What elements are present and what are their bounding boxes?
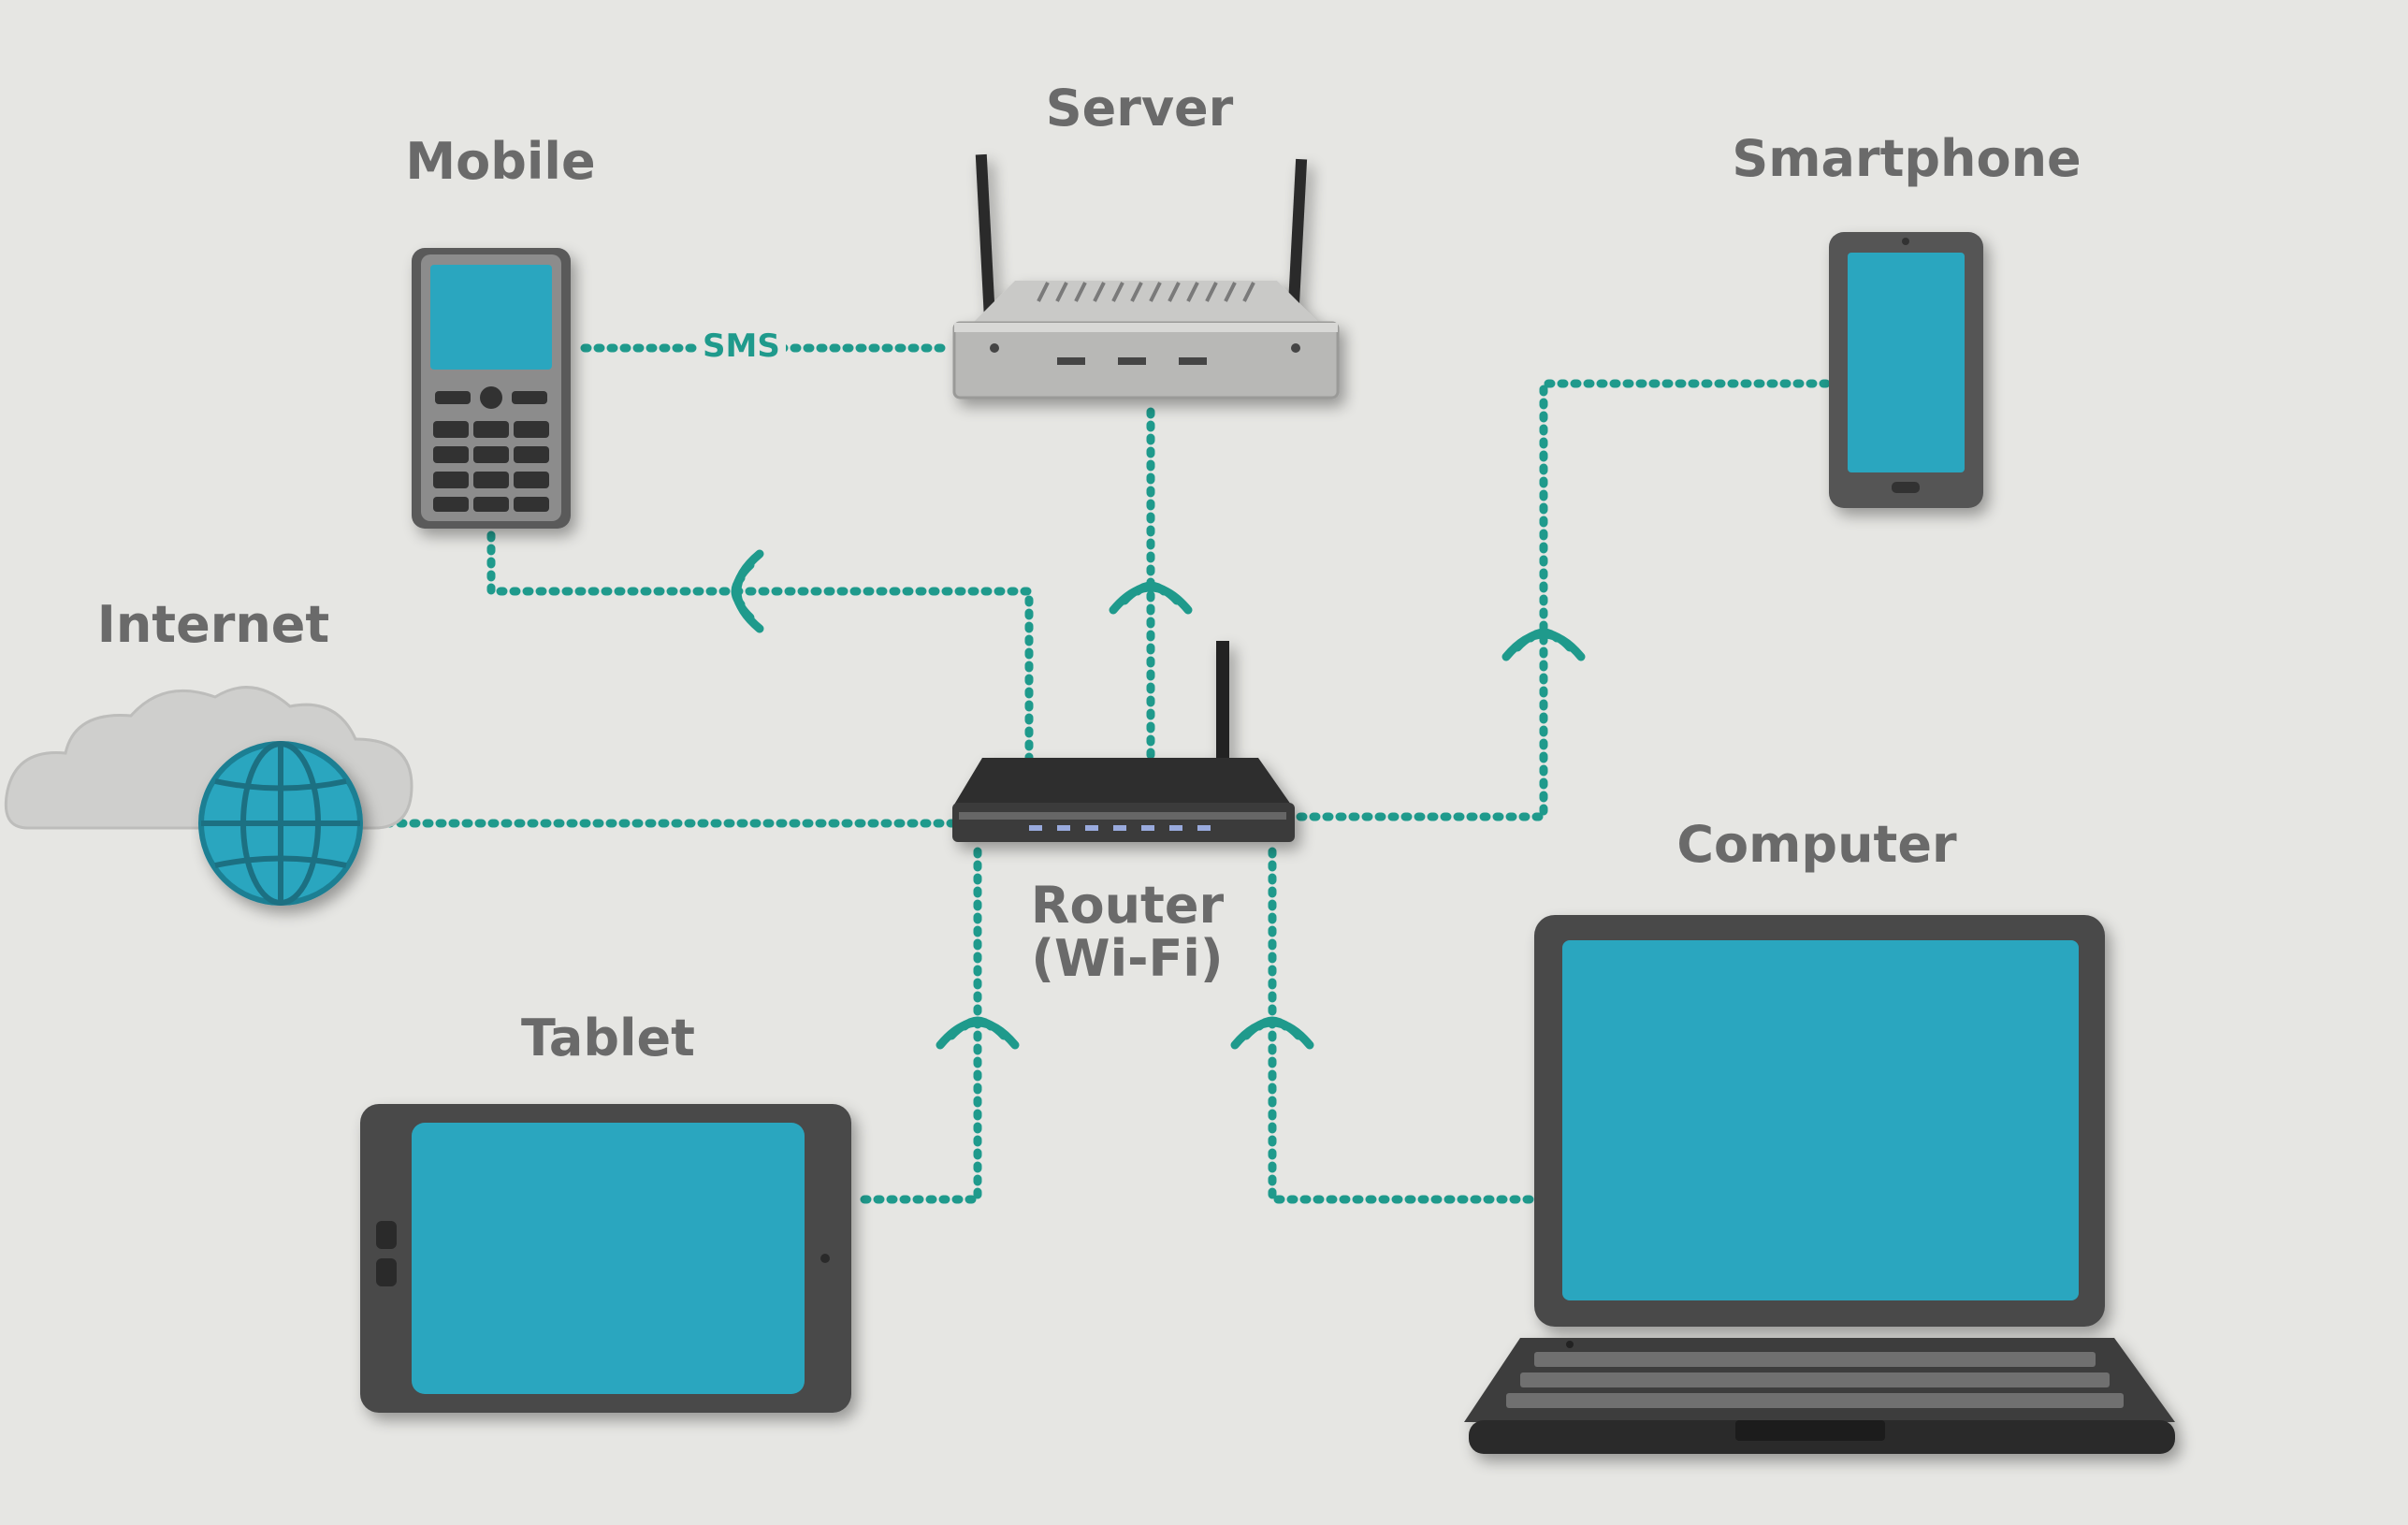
server-icon bbox=[952, 153, 1340, 399]
wifi-signals bbox=[731, 549, 1586, 1050]
internet-label: Internet bbox=[96, 595, 330, 654]
smartphone-icon bbox=[1829, 232, 1983, 508]
link-router-computer bbox=[1268, 847, 1534, 1204]
connection-links bbox=[370, 343, 1834, 1204]
link-mobile-router bbox=[486, 530, 1034, 772]
computer-label: Computer bbox=[1676, 815, 1957, 874]
link-router-smartphone bbox=[1296, 379, 1834, 821]
server-label: Server bbox=[1045, 79, 1234, 138]
link-router-tablet bbox=[856, 847, 982, 1204]
sms-link-label: SMS bbox=[697, 327, 786, 365]
smartphone-label: Smartphone bbox=[1732, 129, 2082, 188]
wifi-signal-icon bbox=[1230, 1016, 1314, 1050]
tablet-label: Tablet bbox=[521, 1009, 695, 1068]
wifi-signal-icon bbox=[731, 549, 764, 633]
wifi-signal-icon bbox=[1109, 581, 1193, 615]
laptop-icon bbox=[1464, 915, 2175, 1454]
mobile-phone-icon bbox=[412, 248, 571, 529]
tablet-icon bbox=[360, 1104, 851, 1413]
router-label-line2: (Wi-Fi) bbox=[1031, 928, 1224, 988]
wifi-signal-icon bbox=[1501, 628, 1586, 661]
globe-icon bbox=[198, 741, 363, 906]
mobile-label: Mobile bbox=[405, 132, 596, 191]
router-label: Router (Wi-Fi) bbox=[1031, 879, 1224, 985]
router-label-line1: Router bbox=[1030, 876, 1225, 935]
router-icon bbox=[952, 641, 1295, 842]
wifi-signal-icon bbox=[936, 1016, 1020, 1050]
